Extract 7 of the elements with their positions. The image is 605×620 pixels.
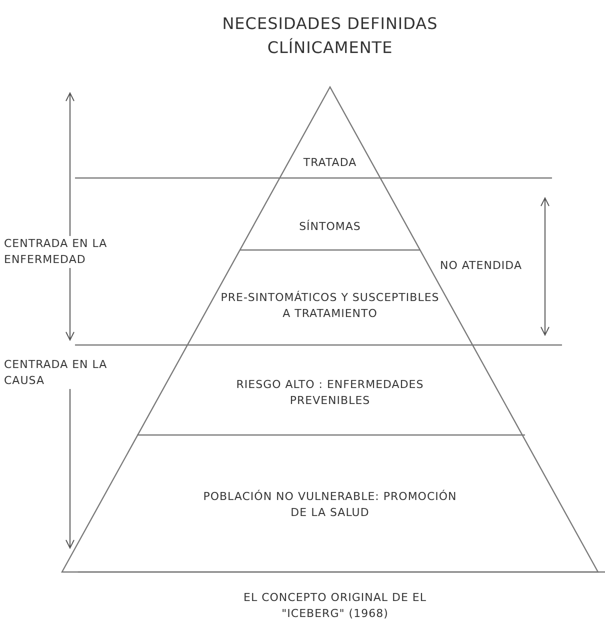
- layer-label: TRATADA: [255, 155, 405, 171]
- layer-label: POBLACIÓN NO VULNERABLE: PROMOCIÓN DE LA SALUD: [200, 489, 460, 521]
- title: NECESIDADES DEFINIDAS CLÍNICAMENTE: [221, 13, 439, 59]
- layer-label: RIESGO ALTO : ENFERMEDADES PREVENIBLES: [215, 377, 445, 409]
- caption: EL CONCEPTO ORIGINAL DE EL "ICEBERG" (1968): [242, 590, 428, 620]
- layer-label: PRE-SINTOMÁTICOS Y SUSCEPTIBLES A TRATAMIENTO: [215, 290, 445, 322]
- layer-label: SÍNTOMAS: [255, 219, 405, 235]
